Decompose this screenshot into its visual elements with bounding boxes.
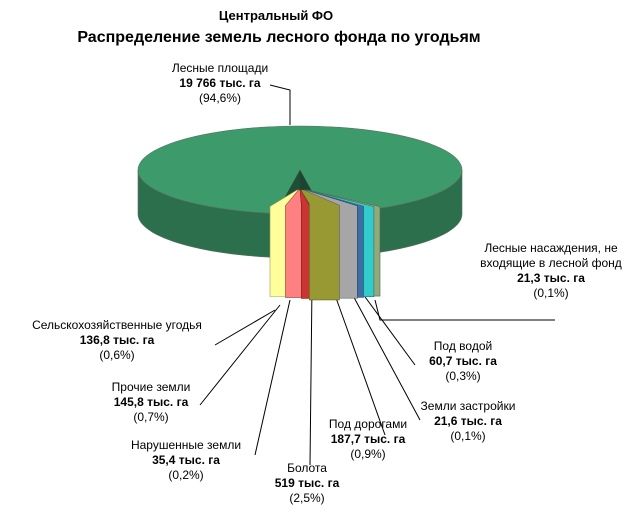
leader-lines — [199, 84, 555, 466]
label-percent: (2,5%) — [289, 491, 324, 505]
leader-line-прочие-земли — [199, 304, 281, 406]
label-name: Сельскохозяйственные угодья — [32, 318, 202, 332]
label-value: 19 766 тыс. га — [179, 76, 261, 90]
label-name: Прочие земли — [112, 380, 191, 394]
leader-line-лесные-насаждения-не-входящие-в-лесной-фонд — [374, 299, 555, 321]
label-name: Нарушенные земли — [131, 438, 241, 452]
label-name: Под дорогами — [329, 417, 407, 431]
leader-line-под-дорогами — [334, 294, 386, 436]
label-name: Лесные насаждения, не — [484, 241, 618, 255]
leader-line-земли-застройки — [349, 289, 421, 421]
slice-lesnye-ploshchadi — [137, 125, 463, 214]
label-percent: (0,1%) — [533, 286, 568, 300]
leader-line-болота — [309, 284, 313, 466]
label-percent: (0,9%) — [350, 447, 385, 461]
chart-title: Распределение земель лесного фонда по уг… — [77, 29, 480, 46]
label-percent: (0,2%) — [168, 468, 203, 482]
slice-прочие-земли — [285, 189, 302, 298]
label-name: Земли застройки — [421, 399, 516, 413]
label-value: 21,3 тыс. га — [517, 271, 585, 285]
label-value: 187,7 тыс. га — [331, 432, 406, 446]
leader-line-лесные-площади — [269, 84, 291, 125]
slice-лесные-насаждения-не-входящие-в-лесной-фонд — [307, 189, 381, 297]
label-value: 35,4 тыс. га — [152, 453, 220, 467]
slice-нарушенные-земли — [299, 189, 310, 299]
label-value: 21,6 тыс. га — [434, 414, 502, 428]
label-value: 145,8 тыс. га — [114, 395, 189, 409]
label-percent: (94,6%) — [199, 91, 241, 105]
leader-line-под-водой — [359, 289, 416, 366]
chart-subtitle: Центральный ФО — [219, 8, 333, 23]
label-percent: (0,3%) — [445, 369, 480, 383]
label-name: Лесные площади — [172, 61, 268, 75]
label-value: 519 тыс. га — [275, 476, 340, 490]
label-value: 136,8 тыс. га — [80, 333, 155, 347]
label-percent: (0,1%) — [450, 429, 485, 443]
label-name: входящие в лесной фонд — [480, 256, 622, 270]
label-name: Болота — [287, 461, 327, 475]
label-name: Под водой — [434, 339, 492, 353]
label-percent: (0,7%) — [133, 410, 168, 424]
pie-slices — [137, 125, 463, 301]
label-value: 60,7 тыс. га — [429, 354, 497, 368]
leader-line-нарушенные-земли — [254, 299, 291, 456]
label-percent: (0,6%) — [99, 348, 134, 362]
leader-line-сельскохозяйственные-угодья — [214, 309, 276, 346]
